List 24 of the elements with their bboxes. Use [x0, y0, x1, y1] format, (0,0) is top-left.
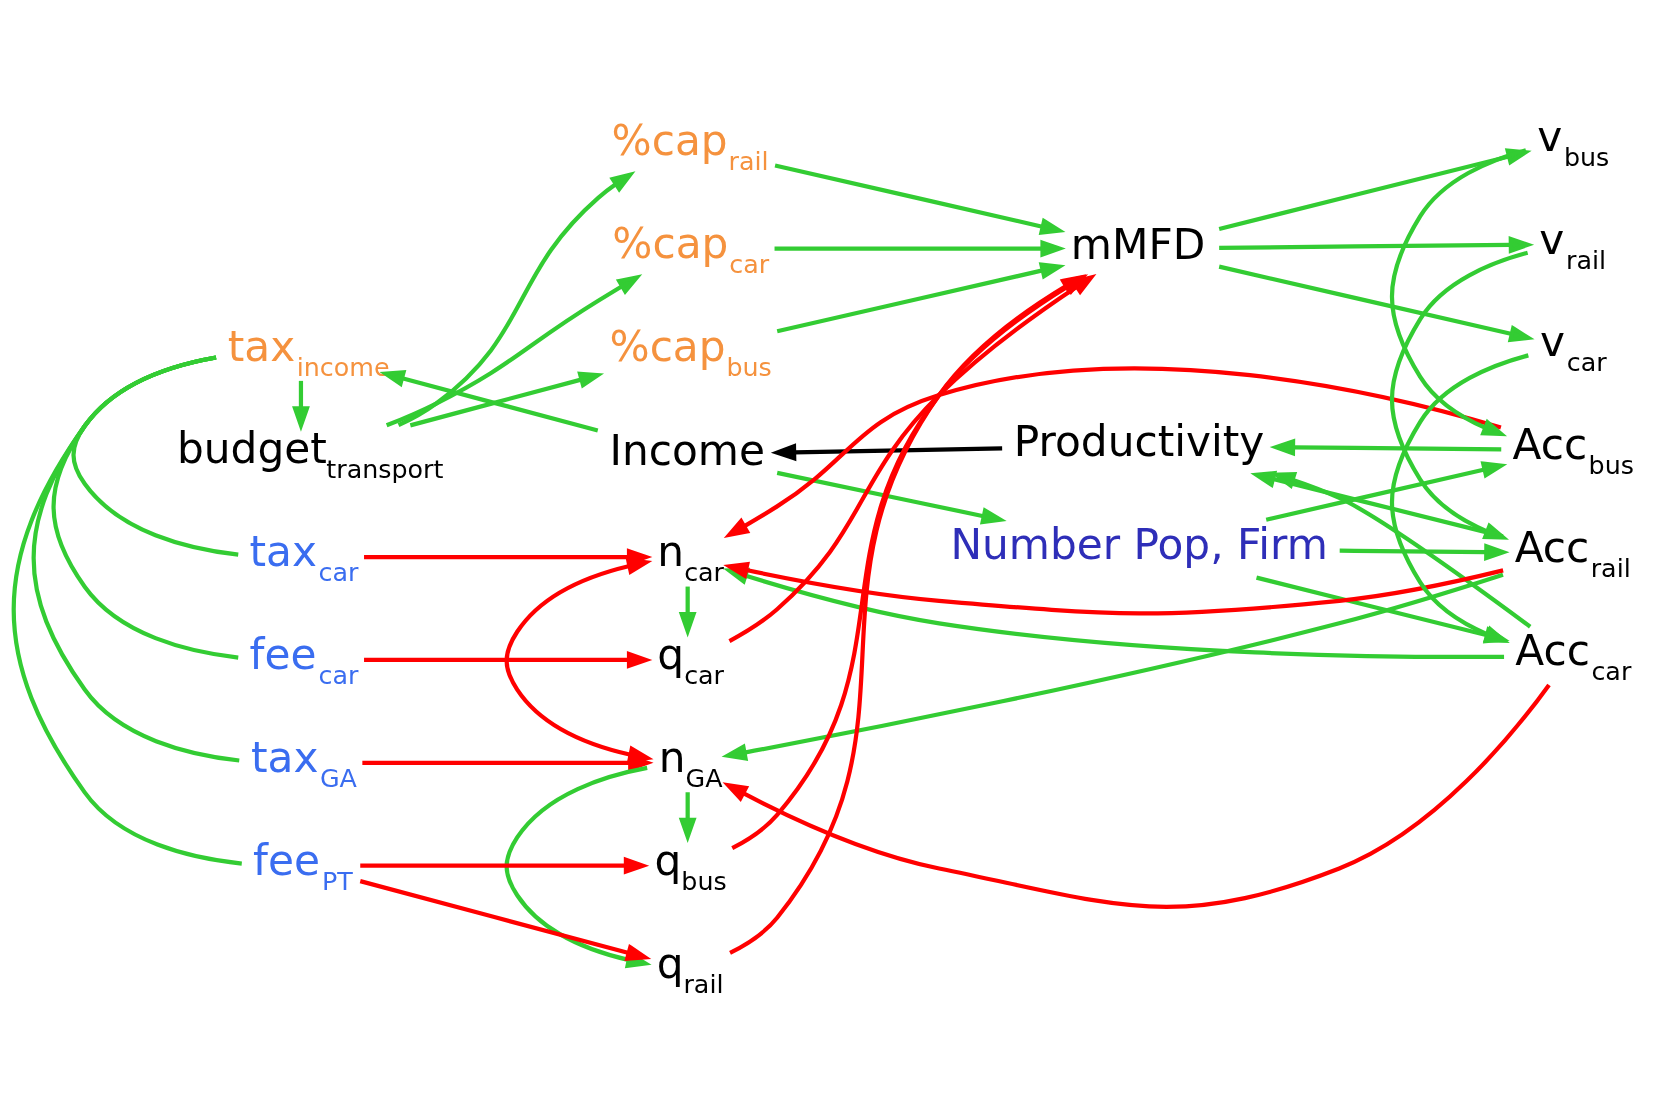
node-text: Income — [609, 425, 765, 475]
node-text: n$_{car}$ — [657, 526, 725, 587]
node-text: q$_{bus}$ — [654, 835, 727, 896]
node-text: n$_{GA}$ — [658, 732, 723, 793]
node-text: Acc$_{bus}$ — [1512, 419, 1634, 480]
node-text: mMFD — [1070, 219, 1206, 269]
node-text: %cap$_{bus}$ — [609, 321, 772, 382]
node-text: v$_{rail}$ — [1539, 214, 1607, 275]
node-text: tax$_{income}$ — [227, 321, 390, 382]
node-text: Acc$_{car}$ — [1515, 625, 1632, 686]
node-text: q$_{rail}$ — [656, 938, 724, 999]
node-text: v$_{car}$ — [1540, 316, 1607, 377]
node-text: v$_{bus}$ — [1537, 111, 1610, 172]
node-text: q$_{car}$ — [657, 629, 725, 690]
node-text: tax$_{GA}$ — [250, 732, 357, 793]
node-text: tax$_{car}$ — [249, 526, 359, 587]
node-text: fee$_{car}$ — [249, 629, 359, 690]
node-text: Number Pop, Firm — [950, 519, 1328, 569]
node-text: %cap$_{car}$ — [612, 218, 770, 279]
node-text: %cap$_{rail}$ — [611, 115, 769, 176]
node-text: Productivity — [1013, 416, 1265, 466]
node-text: budget$_{transport}$ — [176, 423, 444, 484]
node-text: Acc$_{rail}$ — [1514, 522, 1631, 583]
node-text: fee$_{PT}$ — [253, 835, 353, 896]
